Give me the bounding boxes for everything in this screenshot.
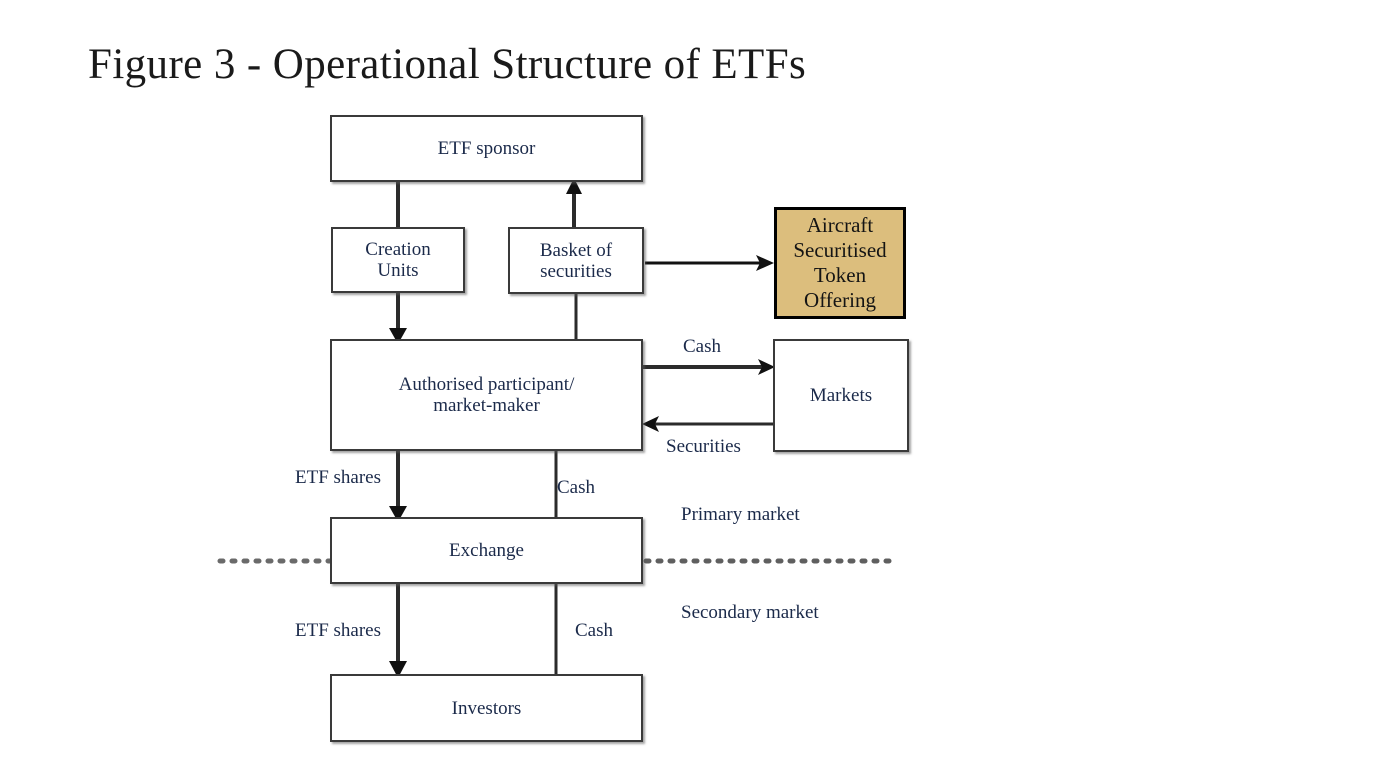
edge-label-cash-to-markets: Cash [683, 336, 721, 357]
edge-label-cash-primary: Cash [557, 477, 595, 498]
node-etf-sponsor-label: ETF sponsor [437, 138, 536, 159]
node-basket-label: Basket of securities [534, 240, 618, 282]
zone-label-primary-market: Primary market [681, 504, 800, 525]
node-authorised-line2: market-maker [433, 395, 540, 416]
node-token-offering-line1: Aircraft [806, 213, 874, 237]
arrowhead-authorised-to-exchange [389, 506, 407, 522]
node-creation-units-label: Creation Units [359, 239, 436, 281]
zone-label-secondary-market: Secondary market [681, 602, 819, 623]
node-markets[interactable]: Markets [773, 339, 909, 452]
arrowhead-basket-to-token-offering [756, 255, 774, 271]
node-markets-label: Markets [809, 385, 873, 406]
node-exchange[interactable]: Exchange [330, 517, 643, 584]
node-token-offering-label: Aircraft Securitised Token Offering [787, 213, 892, 313]
edge-label-cash-secondary: Cash [575, 620, 613, 641]
arrowhead-authorised-to-markets-cash [758, 359, 775, 375]
node-token-offering-line4: Offering [804, 288, 876, 312]
node-basket-of-securities[interactable]: Basket of securities [508, 227, 644, 294]
node-authorised-label: Authorised participant/ market-maker [393, 374, 581, 416]
node-token-offering-line3: Token [813, 263, 867, 287]
node-authorised-line1: Authorised participant/ [398, 374, 575, 395]
node-investors-label: Investors [451, 697, 522, 719]
node-basket-line1: Basket of [539, 239, 613, 261]
node-basket-line2: securities [540, 260, 612, 282]
node-creation-units[interactable]: Creation Units [331, 227, 465, 293]
node-token-offering-line2: Securitised [793, 238, 887, 262]
edge-label-etf-shares-primary: ETF shares [295, 467, 382, 488]
edge-label-etf-shares-secondary: ETF shares [295, 620, 382, 641]
node-investors[interactable]: Investors [330, 674, 643, 742]
arrowhead-exchange-to-investors [389, 661, 407, 678]
node-etf-sponsor[interactable]: ETF sponsor [330, 115, 643, 182]
node-aircraft-securitised-token-offering[interactable]: Aircraft Securitised Token Offering [774, 207, 906, 319]
node-exchange-label: Exchange [449, 540, 524, 561]
node-creation-units-line1: Creation [365, 239, 431, 260]
edge-label-securities-from-markets: Securities [666, 436, 741, 457]
page-title: Figure 3 - Operational Structure of ETFs [88, 41, 807, 88]
arrowhead-creation-units-to-authorised [389, 328, 407, 344]
arrowhead-markets-to-authorised-securities [642, 416, 659, 432]
node-authorised-participant-market-maker[interactable]: Authorised participant/ market-maker [330, 339, 643, 451]
node-creation-units-line2: Units [377, 260, 419, 281]
arrowhead-basket-to-sponsor [566, 178, 582, 194]
